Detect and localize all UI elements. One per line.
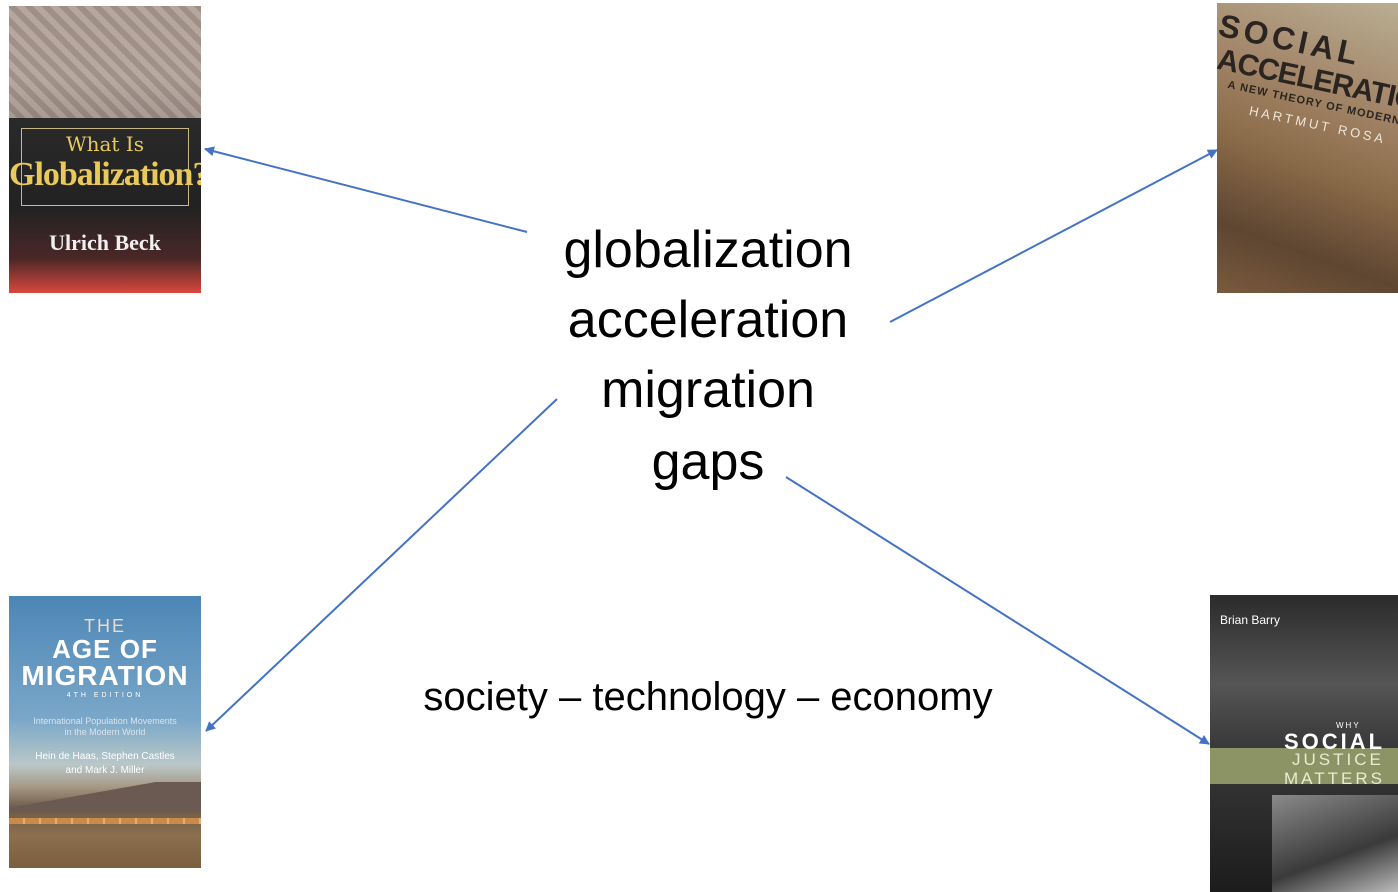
title-band	[1210, 748, 1398, 784]
concept-gaps: gaps	[651, 433, 765, 491]
book-title-word3: JUSTICE	[1292, 750, 1384, 769]
book-title-word2: SOCIAL	[1284, 729, 1386, 754]
book-title-line2: MIGRATION	[21, 660, 189, 691]
book-cover-age-of-migration: THE AGE OF MIGRATION 4TH EDITION Interna…	[9, 596, 201, 868]
book-author: Brian Barry	[1220, 613, 1281, 627]
book-pre-title: THE	[84, 616, 126, 636]
book-cover-what-is-globalization: What Is Globalization? Ulrich Beck	[9, 6, 201, 293]
concept-migration: migration	[601, 361, 815, 419]
book-author: Ulrich Beck	[49, 230, 161, 255]
book-edition: 4TH EDITION	[66, 692, 144, 699]
mountain-ridge	[9, 782, 201, 812]
book-authors: Hein de Haas, Stephen Castles and Mark J…	[35, 751, 175, 776]
book-title-line1: What Is	[66, 132, 144, 156]
book-title-word1: WHY	[1336, 721, 1361, 730]
book-title-word4: MATTERS	[1284, 769, 1385, 788]
book-subtitle: International Population Movements in th…	[33, 716, 177, 737]
subtitle-society-technology-economy: society – technology – economy	[423, 675, 993, 719]
freight-train	[9, 818, 201, 824]
banknote-artwork	[9, 6, 201, 118]
concept-globalization: globalization	[563, 221, 853, 279]
book-title-line2: Globalization?	[9, 156, 201, 193]
book-title-line1: AGE OF	[52, 634, 158, 664]
book-cover-why-social-justice-matters: Brian Barry WHY SOCIAL JUSTICE MATTERS	[1210, 595, 1398, 892]
cover-photo	[1272, 795, 1398, 892]
title-frame	[21, 128, 189, 206]
book-cover-social-acceleration: SOCIAL ACCELERATION A NEW THEORY OF MODE…	[1217, 3, 1398, 293]
concept-acceleration: acceleration	[567, 291, 849, 349]
